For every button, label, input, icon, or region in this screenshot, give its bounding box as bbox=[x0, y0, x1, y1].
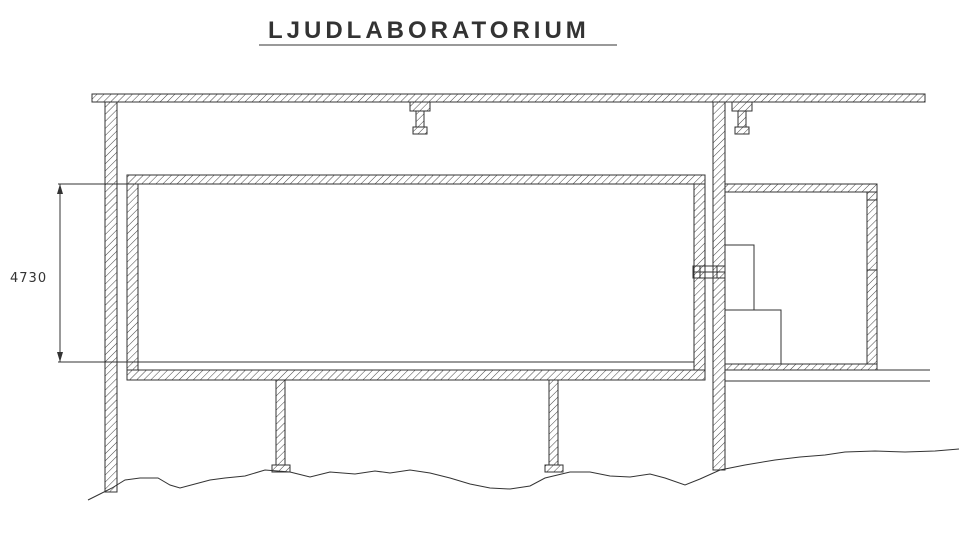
drawing-title: LJUDLABORATORIUM bbox=[268, 17, 590, 44]
support-pillar-left bbox=[271, 379, 291, 473]
ground-line bbox=[87, 448, 959, 501]
left-column bbox=[104, 101, 118, 493]
roof-slab bbox=[91, 93, 926, 103]
adjacent-room bbox=[724, 183, 930, 382]
right-column bbox=[712, 101, 726, 471]
support-pillar-right bbox=[544, 379, 564, 473]
equipment-block-lower bbox=[724, 309, 782, 365]
equipment-block-upper bbox=[724, 244, 755, 311]
height-dimension: 4730 bbox=[10, 183, 138, 363]
dimension-label: 4730 bbox=[10, 271, 47, 286]
ceiling-hanger-right bbox=[731, 101, 753, 135]
suspended-room bbox=[126, 174, 706, 381]
ceiling-hanger-left bbox=[409, 101, 431, 135]
